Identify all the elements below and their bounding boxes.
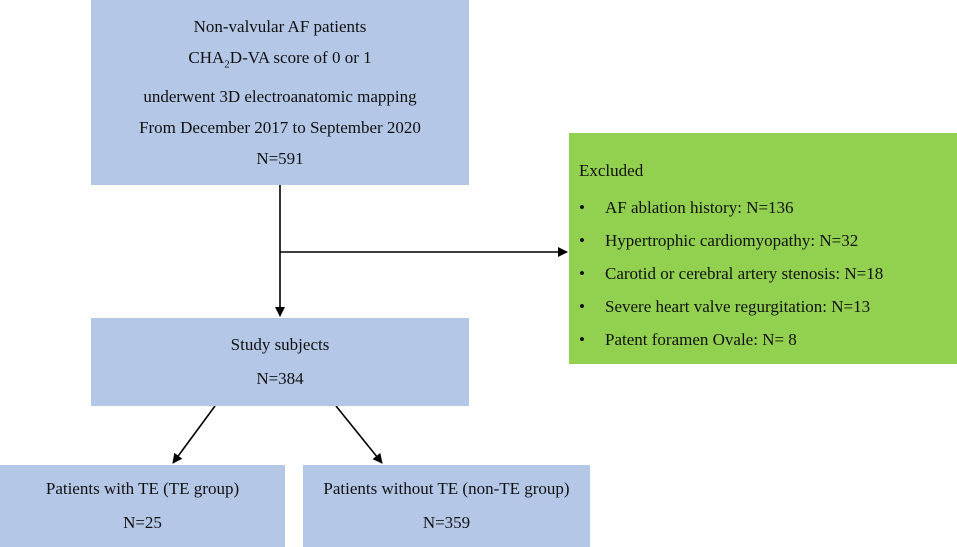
- excluded-item: • Hypertrophic cardiomyopathy: N=32: [579, 224, 883, 257]
- excluded-item-label: Carotid or cerebral artery stenosis: N=1…: [605, 264, 884, 283]
- bullet-icon: •: [579, 198, 585, 217]
- excluded-title: Excluded: [579, 161, 644, 180]
- te-group-label: Patients with TE (TE group): [45, 479, 240, 498]
- excluded-item: • Carotid or cerebral artery stenosis: N=…: [579, 257, 883, 290]
- te-group-box: Patients with TE (TE group) N=25: [0, 465, 285, 547]
- non-te-group-label: Patients without TE (non-TE group): [323, 479, 570, 498]
- score-suffix: D-VA score of 0 or 1: [229, 48, 372, 68]
- excluded-list: • AF ablation history: N=136 • Hypertrophi…: [579, 191, 883, 356]
- excluded-item-label: Hypertrophic cardiomyopathy: N=32: [605, 231, 859, 250]
- excluded-item: • Patent foramen Ovale: N= 8: [579, 323, 883, 356]
- score-subscript: 2: [224, 58, 230, 71]
- excluded-item: • Severe heart valve regurgitation: N=13: [579, 290, 883, 323]
- excluded-item: • AF ablation history: N=136: [579, 191, 883, 224]
- cohort-line-1: Non-valvular AF patients: [193, 17, 367, 37]
- cohort-score-line: CHA2D-VA score of 0 or 1: [188, 42, 371, 80]
- score-prefix: CHA: [188, 48, 225, 68]
- study-subjects-box: Study subjects N=384: [91, 318, 469, 406]
- excluded-item-label: Patent foramen Ovale: N= 8: [605, 330, 797, 349]
- excluded-box: Excluded • AF ablation history: N=136 • Hy…: [569, 133, 957, 364]
- non-te-group-count: N=359: [422, 513, 471, 532]
- cohort-line-4: From December 2017 to September 2020: [139, 117, 421, 137]
- te-group-count: N=25: [123, 513, 162, 532]
- cohort-line-3: underwent 3D electroanatomic mapping: [143, 86, 417, 106]
- non-te-group-box: Patients without TE (non-TE group) N=359: [303, 465, 590, 547]
- arrow-study-to-non-te-group: [335, 405, 383, 464]
- excluded-item-label: AF ablation history: N=136: [605, 198, 794, 217]
- study-subjects-label: Study subjects: [230, 335, 330, 354]
- cohort-count: N=591: [256, 148, 304, 168]
- initial-cohort-box: Non-valvular AF patients CHA2D-VA score …: [91, 0, 469, 185]
- excluded-item-label: Severe heart valve regurgitation: N=13: [605, 297, 871, 316]
- study-subjects-count: N=384: [256, 369, 304, 388]
- bullet-icon: •: [579, 231, 585, 250]
- bullet-icon: •: [579, 330, 585, 349]
- bullet-icon: •: [579, 297, 585, 316]
- arrow-study-to-te-group: [172, 405, 216, 464]
- bullet-icon: •: [579, 264, 585, 283]
